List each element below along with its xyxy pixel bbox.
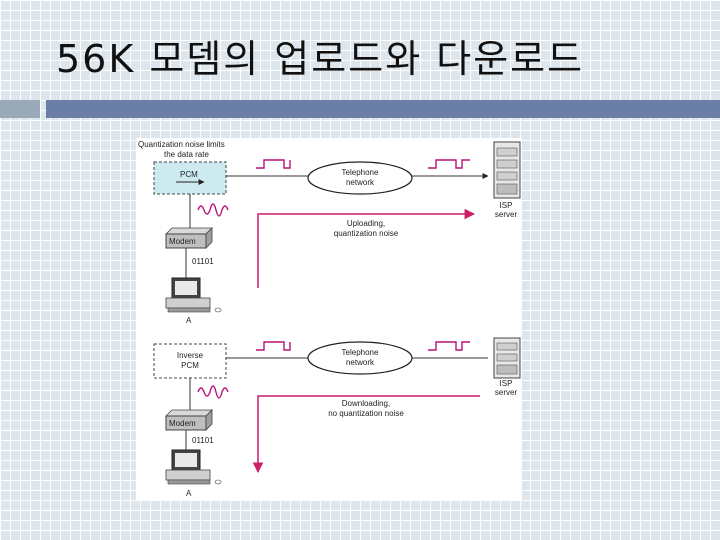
inverse-pcm-label-line2: PCM <box>181 361 199 370</box>
bits-label-upload: 01101 <box>192 257 214 266</box>
digital-signal-download-left <box>256 341 291 351</box>
analog-signal-download <box>197 385 229 399</box>
station-label-download: A <box>186 489 192 498</box>
noise-note-line1: Quantization noise limits <box>138 140 225 149</box>
accent-bar-right <box>46 100 720 118</box>
inverse-pcm-block: Inverse PCM <box>153 343 227 379</box>
modem-upload-icon <box>165 227 213 249</box>
pcm-label: PCM <box>180 170 198 179</box>
diagram-panel: Quantization noise limits the data rate … <box>136 138 522 500</box>
isp-server-download-icon <box>493 337 521 379</box>
upload-caption-line1: Uploading, <box>347 219 385 228</box>
telephone-network-upload: Telephone network <box>307 161 413 195</box>
slide-title: 56K 모뎀의 업로드와 다운로드 <box>56 37 585 81</box>
modem-label-upload: Modem <box>169 237 196 246</box>
svg-text:network: network <box>346 358 375 367</box>
server-label-download: server <box>495 388 518 397</box>
accent-bar-left <box>0 100 40 118</box>
svg-text:Telephone: Telephone <box>342 168 379 177</box>
inverse-pcm-label-line1: Inverse <box>177 351 204 360</box>
analog-signal-upload <box>197 203 229 217</box>
modem-diagram: Quantization noise limits the data rate … <box>138 140 521 498</box>
upload-caption-line2: quantization noise <box>334 229 399 238</box>
isp-label-upload: ISP <box>500 201 513 210</box>
digital-signal-upload-right <box>428 159 470 169</box>
noise-note-line2: the data rate <box>164 150 209 159</box>
digital-signal-download-right <box>428 341 470 351</box>
pcm-block: PCM <box>153 161 227 195</box>
isp-label-download: ISP <box>500 379 513 388</box>
computer-upload-icon <box>165 277 222 313</box>
bits-label-download: 01101 <box>192 436 214 445</box>
modem-download-icon <box>165 409 213 431</box>
isp-server-upload-icon <box>493 141 521 199</box>
station-label-upload: A <box>186 316 192 325</box>
computer-download-icon <box>165 449 222 485</box>
download-direction-arrow <box>252 395 480 474</box>
digital-signal-upload-left <box>256 159 291 169</box>
download-caption-line2: no quantization noise <box>328 409 404 418</box>
modem-label-download: Modem <box>169 419 196 428</box>
download-caption-line1: Downloading, <box>342 399 390 408</box>
server-label-upload: server <box>495 210 518 219</box>
upload-direction-arrow <box>257 208 476 288</box>
telephone-network-download: Telephone network <box>307 341 413 375</box>
svg-text:Telephone: Telephone <box>342 348 379 357</box>
svg-text:network: network <box>346 178 375 187</box>
